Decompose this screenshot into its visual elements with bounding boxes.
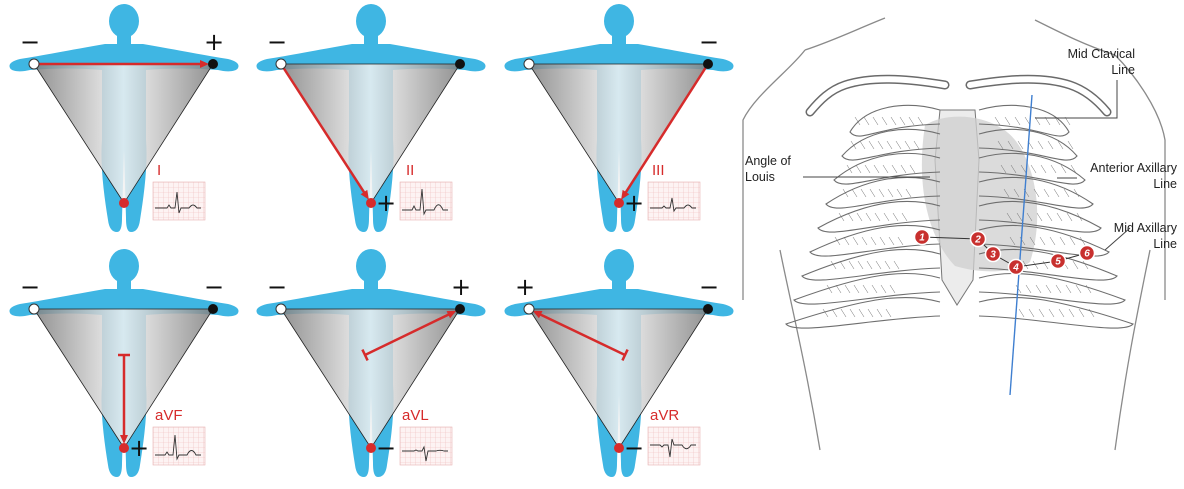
- left-arm-electrode: [455, 59, 465, 69]
- lead-panel-ii: − + II: [256, 4, 485, 232]
- left-leg-electrode: [366, 443, 376, 453]
- left-leg-electrode: [119, 198, 129, 208]
- svg-text:5: 5: [1055, 257, 1061, 268]
- chest-electrode-v3: 3: [986, 247, 1001, 262]
- right-arm-electrode: [524, 304, 534, 314]
- svg-text:6: 6: [1084, 249, 1090, 260]
- svg-text:3: 3: [990, 250, 996, 261]
- minus-sign: −: [267, 28, 287, 56]
- lead-label: II: [406, 162, 414, 179]
- minus-sign: −: [699, 28, 719, 56]
- left-leg-electrode: [366, 198, 376, 208]
- heart-icon: [922, 117, 1037, 272]
- chest-electrode-v6: 6: [1080, 246, 1095, 261]
- minus-sign: −: [624, 434, 644, 462]
- left-leg-electrode: [119, 443, 129, 453]
- svg-text:4: 4: [1012, 263, 1019, 274]
- ecg-strip-icon: [648, 427, 700, 465]
- left-leg-electrode: [614, 198, 624, 208]
- minus-sign: −: [699, 273, 719, 301]
- angle-of-louis-label: Angle of Louis: [745, 154, 930, 184]
- lead-panel-avl: −+−aVL: [256, 249, 485, 477]
- plus-sign: +: [376, 189, 396, 217]
- chest-electrode-v4: 4: [1009, 260, 1024, 275]
- plus-sign: +: [129, 434, 149, 462]
- svg-text:Line: Line: [1153, 237, 1177, 251]
- svg-text:Mid Clavical: Mid Clavical: [1068, 47, 1135, 61]
- lead-label: aVR: [650, 407, 679, 424]
- svg-text:Angle of: Angle of: [745, 154, 791, 168]
- mid-axillary-label: Mid Axillary Line: [1105, 221, 1178, 251]
- left-arm-electrode: [208, 304, 218, 314]
- chest-electrode-v5: 5: [1051, 254, 1066, 269]
- svg-text:Louis: Louis: [745, 170, 775, 184]
- lead-panel-iii: − + III: [504, 4, 733, 232]
- anterior-axillary-label: Anterior Axillary Line: [1057, 161, 1178, 191]
- right-arm-electrode: [29, 304, 39, 314]
- ecg-strip-icon: [400, 427, 452, 465]
- svg-text:1: 1: [919, 233, 925, 244]
- ecg-strip-icon: [153, 182, 205, 220]
- svg-text:Mid Axillary: Mid Axillary: [1114, 221, 1178, 235]
- minus-sign: −: [267, 273, 287, 301]
- svg-text:Line: Line: [1153, 177, 1177, 191]
- svg-text:Line: Line: [1111, 63, 1135, 77]
- right-arm-electrode: [276, 59, 286, 69]
- plus-sign: +: [624, 189, 644, 217]
- right-arm-electrode: [524, 59, 534, 69]
- minus-sign: −: [204, 273, 224, 301]
- lead-panel-avf: − − + aVF: [9, 249, 238, 477]
- right-arm-electrode: [29, 59, 39, 69]
- minus-sign: −: [20, 28, 40, 56]
- ecg-strip-icon: [648, 182, 700, 220]
- chest-electrode-v2: 2: [971, 232, 986, 247]
- left-leg-electrode: [614, 443, 624, 453]
- lead-panel-i: − + I: [9, 4, 238, 232]
- plus-sign: +: [451, 273, 471, 301]
- left-arm-electrode: [703, 59, 713, 69]
- svg-text:2: 2: [974, 235, 981, 246]
- lead-panel-avr: +−−aVR: [504, 249, 733, 477]
- lead-label: aVL: [402, 407, 429, 424]
- minus-sign: −: [20, 273, 40, 301]
- right-arm-electrode: [276, 304, 286, 314]
- chest-leads-diagram: Mid Clavical Line Angle of Louis Anterio…: [735, 0, 1184, 489]
- chest-electrode-v1: 1: [915, 230, 930, 245]
- plus-sign: +: [204, 28, 224, 56]
- left-arm-electrode: [208, 59, 218, 69]
- limb-leads-diagram: −+I−+II−+III−−+aVF−+−aVL+−−aVR: [0, 0, 745, 489]
- svg-text:Anterior Axillary: Anterior Axillary: [1090, 161, 1178, 175]
- ecg-strip-icon: [400, 182, 452, 220]
- ecg-strip-icon: [153, 427, 205, 465]
- left-arm-electrode: [703, 304, 713, 314]
- minus-sign: −: [376, 434, 396, 462]
- left-arm-electrode: [455, 304, 465, 314]
- lead-label: aVF: [155, 407, 183, 424]
- lead-label: III: [652, 162, 665, 179]
- lead-label: I: [157, 162, 161, 179]
- plus-sign: +: [515, 273, 535, 301]
